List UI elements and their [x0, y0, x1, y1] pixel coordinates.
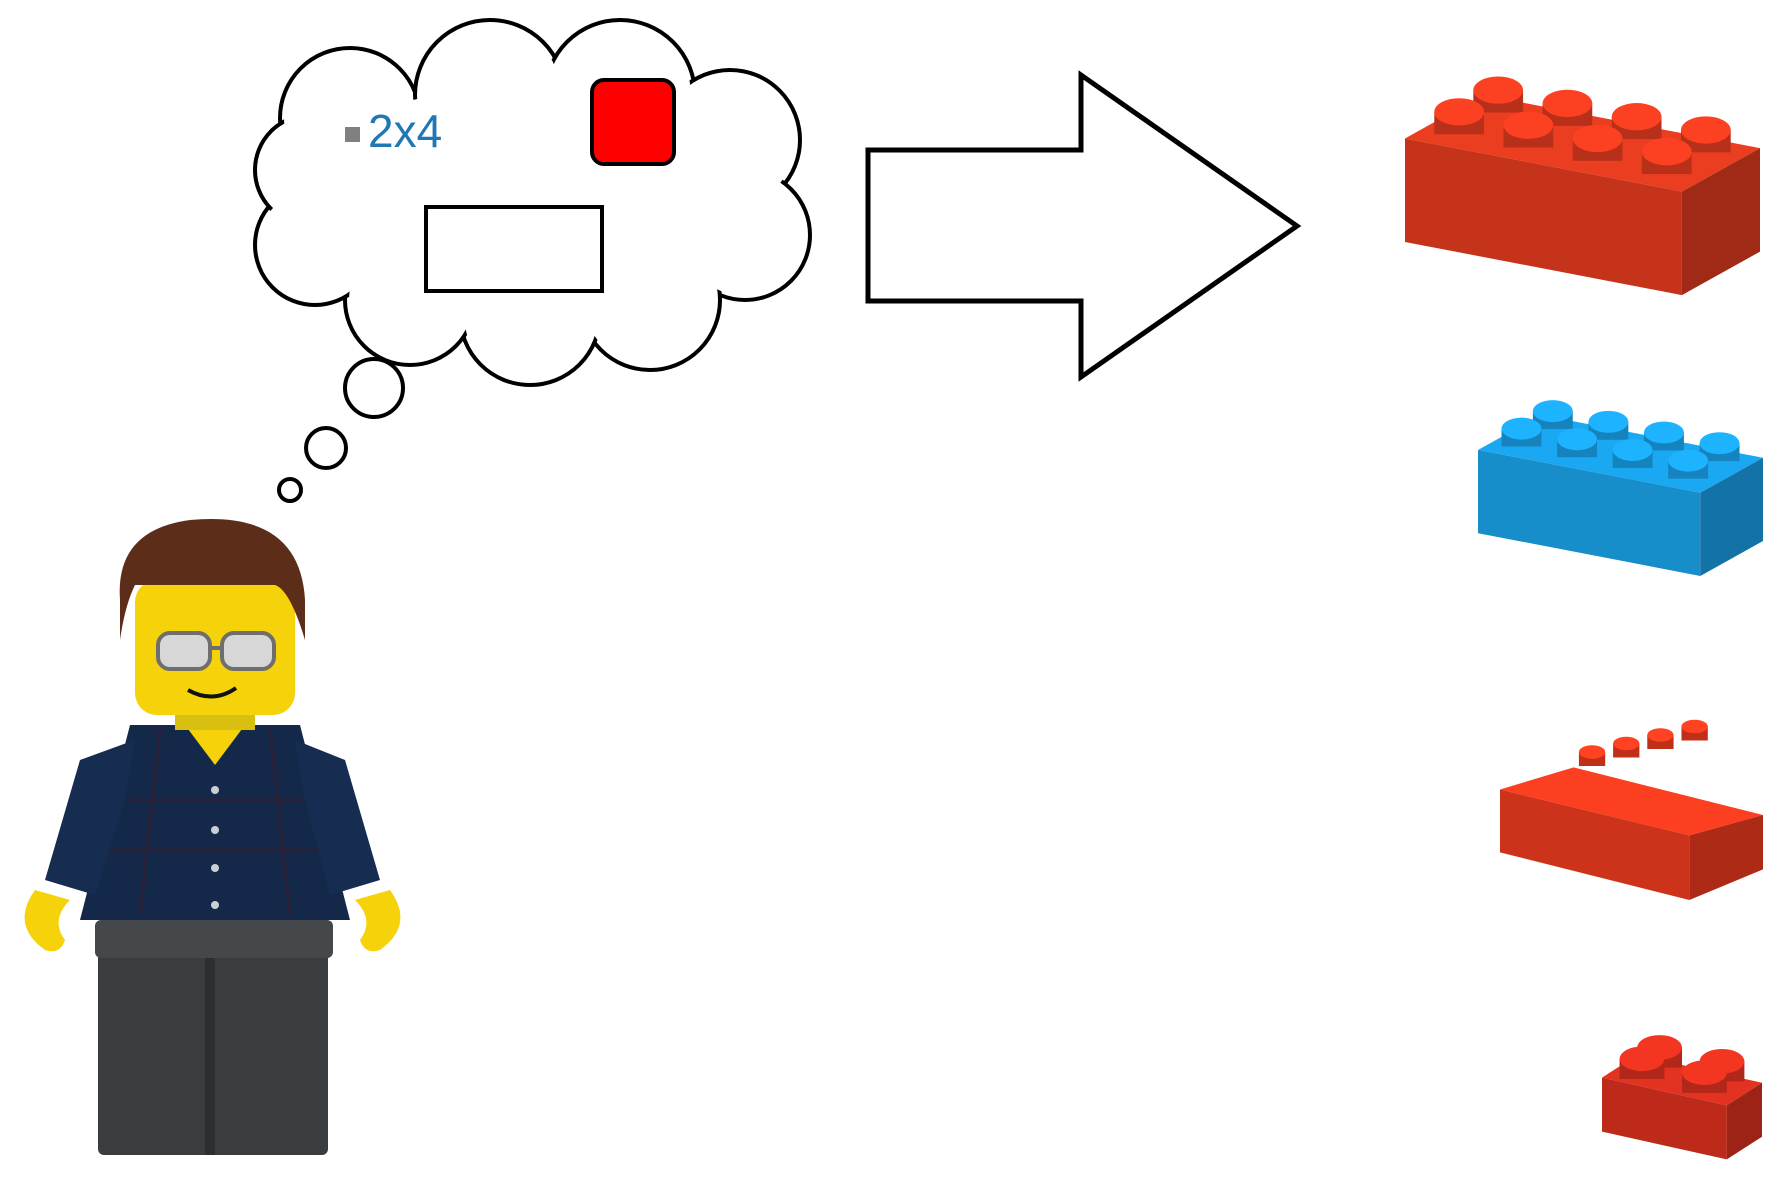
query-bullet [345, 127, 360, 142]
thought-bubble-medium [304, 426, 348, 470]
red-brick-2x4 [1405, 76, 1760, 296]
thought-bubble-small [277, 477, 303, 503]
query-text: 2x4 [368, 105, 443, 157]
color-swatch [590, 78, 676, 166]
blue-brick-2x4 [1478, 400, 1763, 576]
red-brick-2x2 [1602, 1035, 1762, 1160]
thought-bubble-large [343, 357, 405, 419]
thought-cloud [253, 18, 812, 387]
shape-hint-rectangle [424, 205, 604, 293]
arrow-right-icon [865, 70, 1302, 382]
red-slope-2x4 [1500, 719, 1763, 900]
results-column [1405, 76, 1763, 1160]
minifigure [24, 519, 401, 1155]
